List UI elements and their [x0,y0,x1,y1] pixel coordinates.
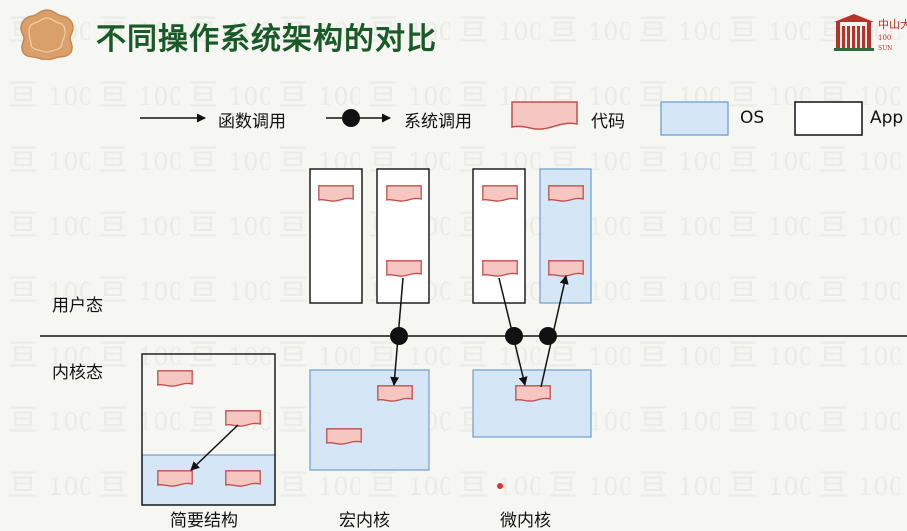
legend-app-box [794,101,863,136]
university-logo-icon: 中山大学 100 SUN [834,14,907,52]
simple-code-block-1 [157,370,193,387]
micro-service-code-1 [548,185,584,202]
legend-code-label: 代码 [591,112,625,132]
macro-kernel-os-box [309,369,430,471]
micro-app-code-2 [482,260,518,277]
macro-kernel-code-2 [326,428,362,445]
simple-structure-caption: 简要结构 [170,511,238,531]
architecture-diagram [40,101,907,506]
macro-kernel-code-1 [377,385,413,402]
svg-text:100: 100 [878,34,891,42]
simple-code-block-2 [225,410,261,427]
legend-code-shape [511,101,578,130]
micro-kernel-os-box [472,369,592,438]
macro-system-call-dot [390,327,408,345]
pointer-dot [497,483,503,489]
legend-app-label: App [870,108,904,128]
svg-text:SUN: SUN [878,45,892,52]
macro-app2-code-2 [386,260,422,277]
scalloped-badge-icon [20,9,74,60]
slide-title: 不同操作系统架构的对比 [96,22,437,57]
legend-system-call-label: 系统调用 [404,112,472,132]
micro-kernel-caption: 微内核 [500,511,551,531]
legend-system-call-dot [342,109,360,127]
macro-app2-code-1 [386,185,422,202]
simple-function-call-arrow [190,424,239,471]
legend-os-box [660,101,729,136]
micro-service-code-2 [548,260,584,277]
macro-kernel-caption: 宏内核 [339,511,390,531]
micro-app-code-1 [482,185,518,202]
simple-structure-box [141,353,276,506]
macro-app1-code [318,185,354,202]
background-watermark: 亘 100 [0,0,907,517]
micro-system-call-dot-1 [505,327,523,345]
kernel-mode-label: 内核态 [52,363,103,383]
legend-function-call-label: 函数调用 [218,112,286,132]
micro-kernel-code [515,385,551,402]
user-mode-label: 用户态 [52,296,103,316]
legend-os-label: OS [740,108,765,128]
micro-system-call-dot-2 [539,327,557,345]
logo-text: 中山大学 [878,17,907,31]
simple-code-block-3 [157,470,193,487]
simple-code-block-4 [225,470,261,487]
